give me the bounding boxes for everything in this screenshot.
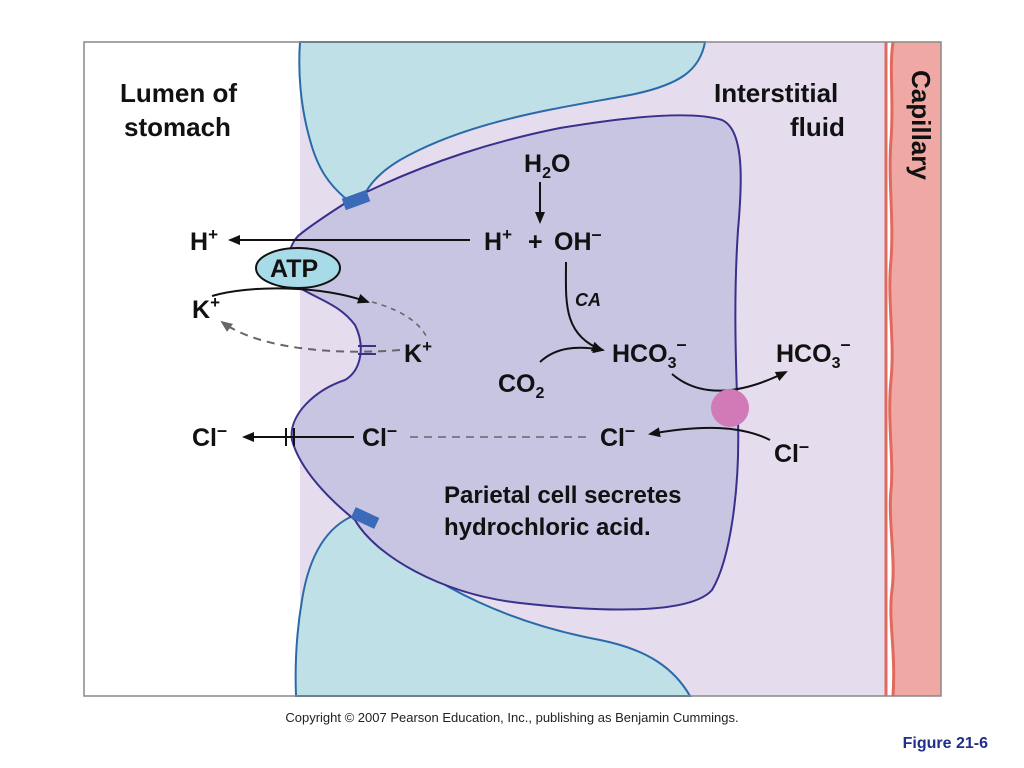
parietal-cell bbox=[287, 114, 742, 611]
hydrogen-ion-cell: H+ bbox=[484, 225, 512, 256]
potassium-lumen: K+ bbox=[192, 293, 220, 324]
interstitial-label-line2: fluid bbox=[790, 112, 845, 142]
chloride-bicarbonate-exchanger bbox=[711, 389, 749, 427]
capillary-wall bbox=[884, 41, 896, 697]
potassium-import-arrow bbox=[211, 287, 370, 304]
chloride-import-arrow bbox=[648, 426, 771, 441]
hydroxide-label: OH– bbox=[554, 224, 602, 256]
caption-line1: Parietal cell secretes bbox=[444, 482, 682, 509]
chloride-fluid: Cl– bbox=[774, 436, 809, 468]
potassium-dotted-path bbox=[371, 301, 429, 341]
capillary-label: Capillary bbox=[906, 70, 936, 180]
carbonic-anhydrase-arrow bbox=[564, 261, 604, 352]
interstitial-label-line1: Interstitial bbox=[714, 78, 838, 108]
bicarbonate-export-arrow bbox=[671, 371, 788, 392]
chloride-cell-basal: Cl– bbox=[600, 420, 635, 452]
bicarbonate-cell: HCO3– bbox=[612, 334, 686, 372]
potassium-cell: K+ bbox=[404, 337, 432, 368]
lumen-label-line1: Lumen of bbox=[120, 78, 237, 108]
co2-label: CO2 bbox=[498, 370, 545, 402]
chloride-cell-apical: Cl– bbox=[362, 420, 397, 452]
tight-junction-bottom bbox=[350, 507, 380, 529]
carbonic-anhydrase-label: CA bbox=[575, 290, 601, 310]
tight-junction-top bbox=[341, 189, 371, 211]
plus-sign: + bbox=[528, 228, 543, 256]
chloride-lumen: Cl– bbox=[192, 420, 227, 452]
co2-arrow bbox=[539, 343, 605, 363]
upper-neighbor-cell bbox=[298, 41, 707, 207]
water-label: H2O bbox=[524, 150, 570, 182]
figure-number: Figure 21-6 bbox=[902, 735, 988, 752]
caption-line2: hydrochloric acid. bbox=[444, 514, 651, 541]
figure-frame bbox=[83, 41, 942, 697]
capillary-region bbox=[889, 42, 941, 696]
atp-label: ATP bbox=[270, 255, 318, 283]
lumen-label-line2: stomach bbox=[124, 112, 231, 142]
hydrogen-ion-lumen: H+ bbox=[190, 225, 218, 256]
copyright-notice: Copyright © 2007 Pearson Education, Inc.… bbox=[285, 710, 739, 725]
bicarbonate-fluid: HCO3– bbox=[776, 334, 850, 372]
